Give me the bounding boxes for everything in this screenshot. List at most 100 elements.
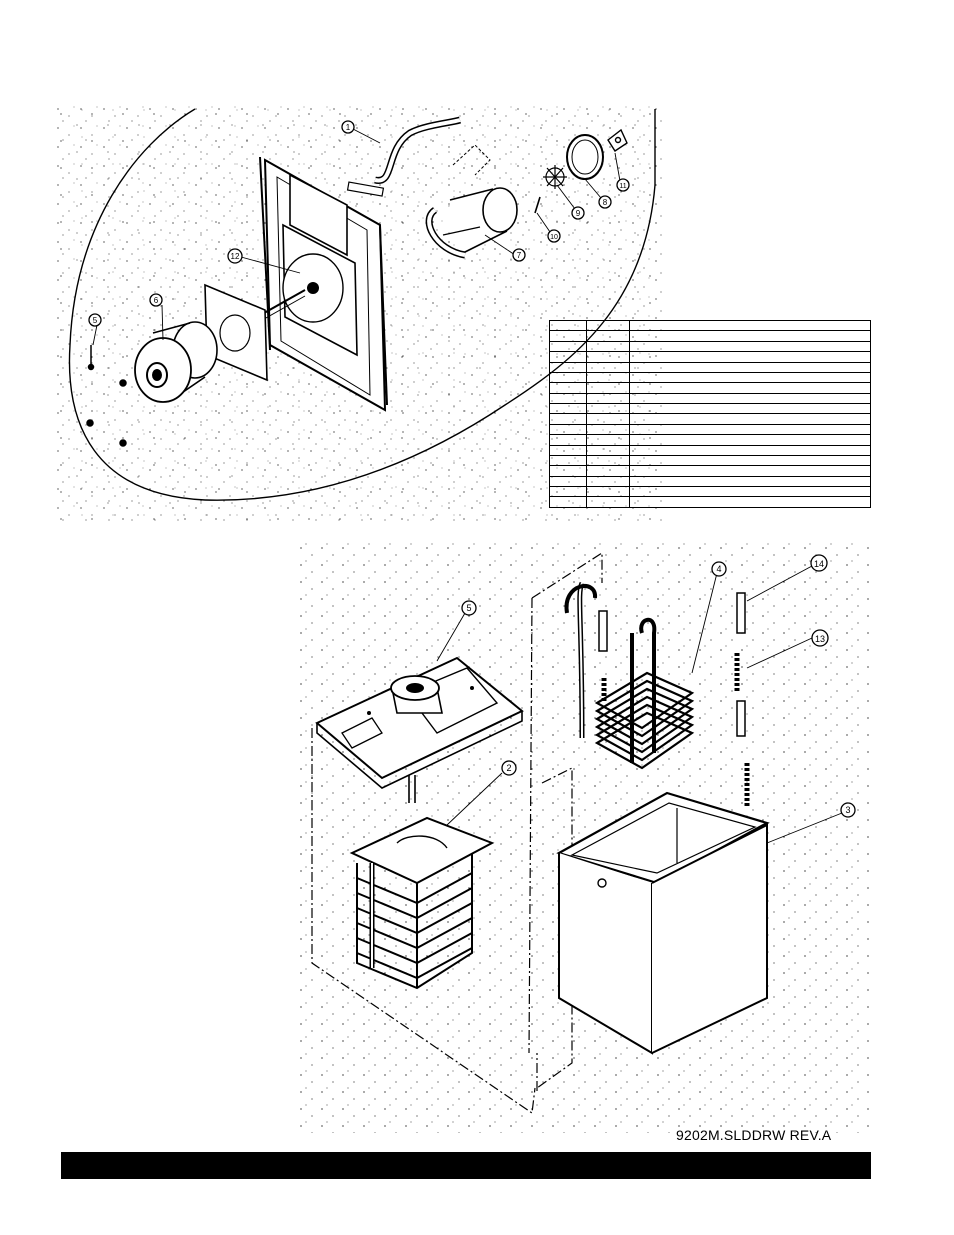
callout-12: 12 — [227, 248, 243, 264]
table-cell — [629, 413, 871, 425]
table-row — [549, 392, 871, 405]
table-row — [549, 434, 871, 446]
callout-8: 8 — [598, 195, 612, 209]
svg-text:14: 14 — [814, 559, 824, 569]
svg-text:5: 5 — [93, 316, 98, 325]
table-row — [549, 382, 871, 394]
table-cell — [629, 496, 871, 508]
table-row — [549, 330, 871, 342]
table-cell — [549, 402, 587, 415]
svg-text:11: 11 — [619, 183, 626, 190]
table-cell — [586, 465, 630, 477]
callout-10: 10 — [547, 229, 561, 243]
fitting — [598, 610, 608, 652]
pin — [534, 196, 541, 214]
svg-text:13: 13 — [815, 634, 825, 644]
svg-text:7: 7 — [517, 251, 522, 260]
table-row — [549, 465, 871, 477]
table-cell — [629, 444, 871, 456]
top-exploded-view: 1 6 5 12 7 9 8 10 11 — [55, 105, 665, 523]
table-cell — [629, 392, 871, 405]
table-cell — [586, 392, 630, 405]
table-row — [549, 485, 871, 498]
table-cell — [586, 319, 630, 332]
callout-9: 9 — [571, 206, 585, 220]
table-row — [549, 423, 871, 436]
table-cell — [549, 371, 587, 384]
callout-5: 5 — [88, 313, 102, 327]
tank — [556, 791, 770, 1055]
table-cell — [549, 465, 587, 477]
table-cell — [549, 330, 587, 342]
table-cell — [629, 454, 871, 467]
table-cell — [549, 392, 587, 405]
table-cell — [629, 340, 871, 353]
svg-text:6: 6 — [154, 296, 159, 305]
motor — [134, 321, 218, 403]
shaft — [408, 775, 416, 803]
callout-2: 2 — [501, 760, 517, 776]
table-cell — [586, 434, 630, 446]
callout-13: 13 — [811, 629, 829, 647]
table-cell — [586, 371, 630, 384]
footer-bar — [61, 1152, 871, 1179]
table-cell — [549, 361, 587, 373]
table-cell — [629, 465, 871, 477]
table-cell — [586, 485, 630, 498]
callout-3: 3 — [840, 802, 856, 818]
table-cell — [629, 434, 871, 446]
callout-11: 11 — [616, 178, 630, 192]
table-cell — [629, 371, 871, 384]
parts-table — [549, 319, 871, 508]
clip — [607, 128, 628, 152]
table-cell — [586, 340, 630, 353]
table-cell — [586, 475, 630, 488]
table-cell — [549, 496, 587, 508]
svg-text:9: 9 — [576, 209, 581, 218]
table-cell — [586, 402, 630, 415]
table-cell — [549, 413, 587, 425]
svg-text:10: 10 — [550, 234, 558, 241]
pump-housing — [425, 187, 518, 259]
table-row — [549, 496, 871, 508]
callout-4: 4 — [711, 561, 727, 577]
table-cell — [549, 444, 587, 456]
table-cell — [629, 361, 871, 373]
screws — [86, 345, 127, 447]
table-cell — [629, 319, 871, 332]
callout-1: 1 — [341, 120, 355, 134]
table-row — [549, 475, 871, 488]
table-cell — [549, 423, 587, 436]
svg-text:1: 1 — [346, 123, 351, 132]
table-cell — [629, 402, 871, 415]
bottom-exploded-view: 14 4 13 5 2 3 — [297, 543, 872, 1133]
cooling-coil — [564, 581, 695, 770]
table-cell — [586, 454, 630, 467]
table-cell — [629, 475, 871, 488]
table-cell — [549, 319, 587, 332]
svg-text:8: 8 — [603, 198, 608, 207]
table-cell — [549, 434, 587, 446]
table-cell — [586, 444, 630, 456]
table-row — [549, 454, 871, 467]
drawing-code: 9202M.SLDDRW REV.A — [676, 1127, 832, 1143]
table-cell — [549, 485, 587, 498]
table-row — [549, 444, 871, 456]
table-cell — [586, 413, 630, 425]
callout-5: 5 — [461, 600, 477, 616]
callout-6: 6 — [149, 293, 163, 307]
table-cell — [629, 382, 871, 394]
svg-text:5: 5 — [466, 603, 471, 613]
table-cell — [586, 351, 630, 363]
fitting-14 — [736, 592, 746, 634]
table-row — [549, 319, 871, 332]
table-row — [549, 413, 871, 425]
table-row — [549, 402, 871, 415]
callout-7: 7 — [512, 248, 526, 262]
table-cell — [549, 475, 587, 488]
motor-base-plate — [315, 656, 524, 789]
table-cell — [586, 423, 630, 436]
table-cell — [629, 351, 871, 363]
svg-text:4: 4 — [716, 564, 721, 574]
callout-14: 14 — [810, 554, 828, 572]
